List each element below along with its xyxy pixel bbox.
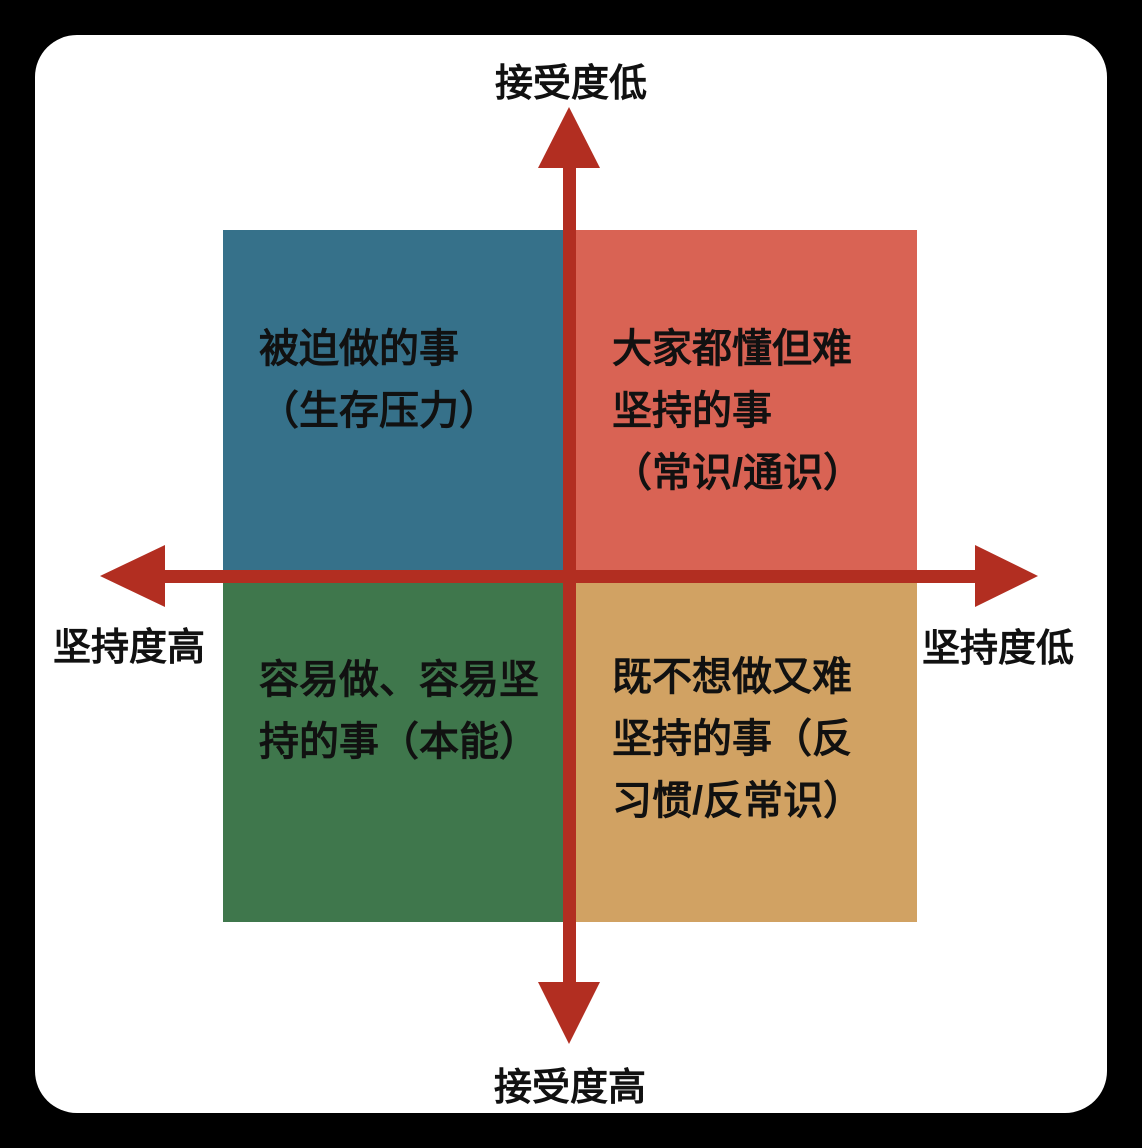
quadrant-grid: 被迫做的事 （生存压力） 大家都懂但难 坚持的事 （常识/通识） 容易做、容易坚… — [223, 230, 917, 922]
axis-label-high-acceptance: 接受度高 — [493, 1067, 647, 1109]
quadrant-label-line: 坚持的事 — [612, 389, 772, 433]
quadrant-common-sense-tasks: 大家都懂但难 坚持的事 （常识/通识） — [570, 230, 917, 576]
quadrant-label-line: （常识/通识） — [612, 451, 864, 495]
axis-label-low-persistence: 坚持度低 — [922, 628, 1075, 670]
axis-label-low-acceptance: 接受度低 — [494, 63, 648, 105]
quadrant-label-line: 习惯/反常识） — [612, 779, 864, 823]
axis-label-high-persistence: 坚持度高 — [53, 627, 206, 669]
quadrant-label-line: 被迫做的事 — [259, 327, 459, 371]
quadrant-label-line: 持的事（本能） — [259, 720, 539, 764]
quadrant-label-line: 大家都懂但难 — [612, 327, 852, 371]
quadrant-forced-tasks: 被迫做的事 （生存压力） — [223, 230, 570, 576]
quadrant-label-line: 坚持的事（反 — [612, 717, 852, 761]
horizontal-axis-line — [160, 570, 978, 583]
quadrant-instinct-tasks: 容易做、容易坚 持的事（本能） — [223, 576, 570, 922]
quadrant-label-line: （生存压力） — [259, 389, 499, 433]
quadrant-label-line: 容易做、容易坚 — [259, 658, 539, 702]
quadrant-counter-habit-tasks: 既不想做又难 坚持的事（反 习惯/反常识） — [570, 576, 917, 922]
quadrant-label-line: 既不想做又难 — [612, 655, 852, 699]
